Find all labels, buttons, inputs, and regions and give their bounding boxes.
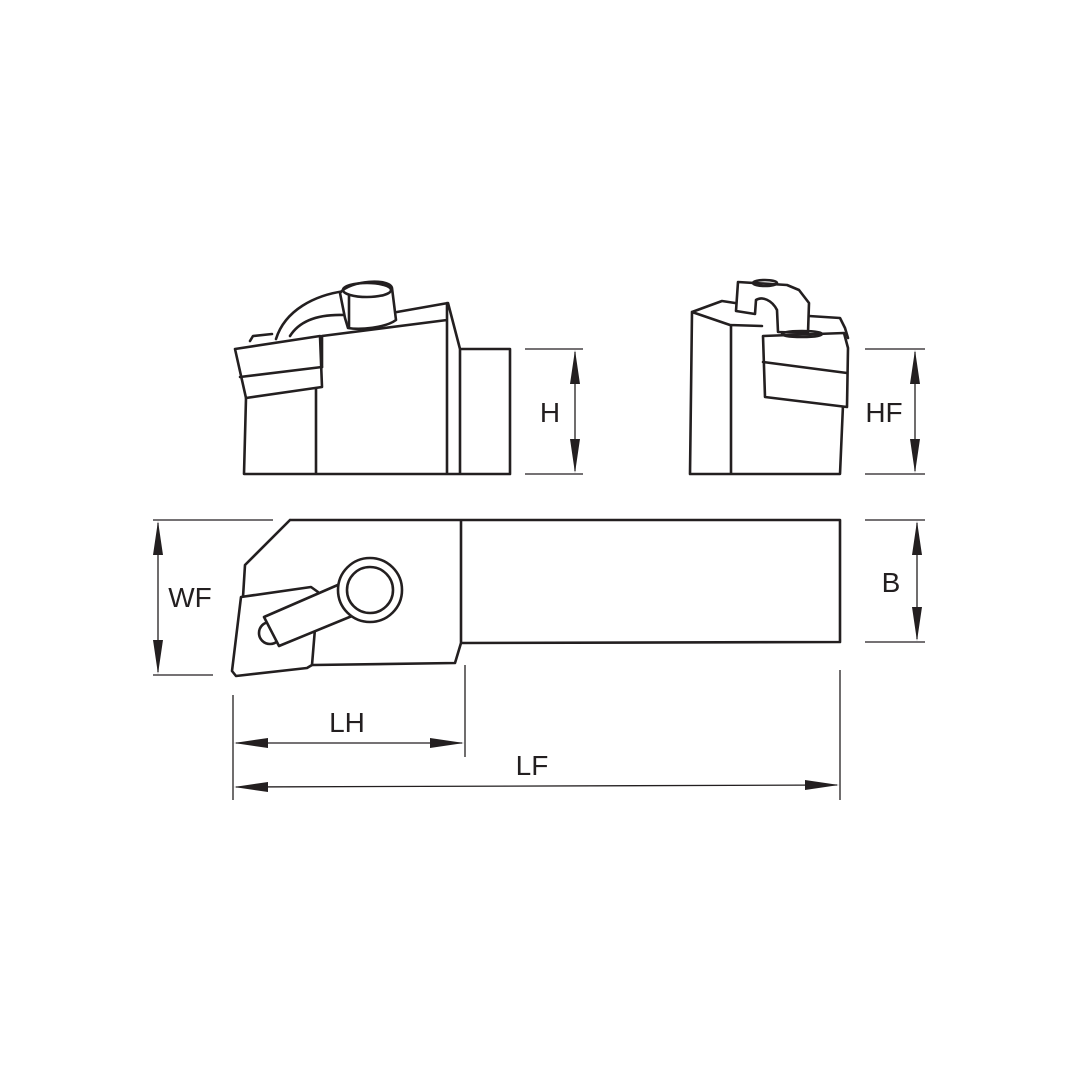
label-wf: WF (168, 582, 212, 613)
label-h: H (540, 397, 560, 428)
dimension-h: H (525, 348, 583, 475)
top-clamp-screw-inner (345, 565, 395, 615)
top-view (230, 518, 842, 678)
dimension-lf: LF (234, 670, 841, 800)
side-insert-tip (248, 332, 274, 343)
dimension-lh: LH (232, 665, 466, 800)
end-insert-back (807, 314, 850, 340)
label-lh: LH (329, 707, 365, 738)
end-body-outline (688, 299, 845, 476)
side-insert-line (238, 365, 324, 379)
side-body-outline (242, 301, 512, 476)
end-view (688, 278, 850, 476)
side-view (233, 280, 512, 476)
dimension-hf: HF (865, 348, 925, 475)
label-b: B (882, 567, 901, 598)
label-hf: HF (865, 397, 902, 428)
end-clamp-screw-top (751, 278, 779, 288)
side-clamp-screw-top (341, 281, 393, 299)
end-insert (761, 331, 850, 409)
end-insert-line (761, 360, 849, 375)
dimension-b: B (865, 519, 925, 643)
top-body-outline (241, 518, 842, 667)
side-insert (233, 334, 324, 400)
side-clamp-arm (274, 289, 347, 341)
end-clamp (734, 280, 811, 335)
dimension-wf: WF (153, 519, 273, 676)
end-screw-hole (780, 329, 824, 339)
label-lf: LF (516, 750, 549, 781)
